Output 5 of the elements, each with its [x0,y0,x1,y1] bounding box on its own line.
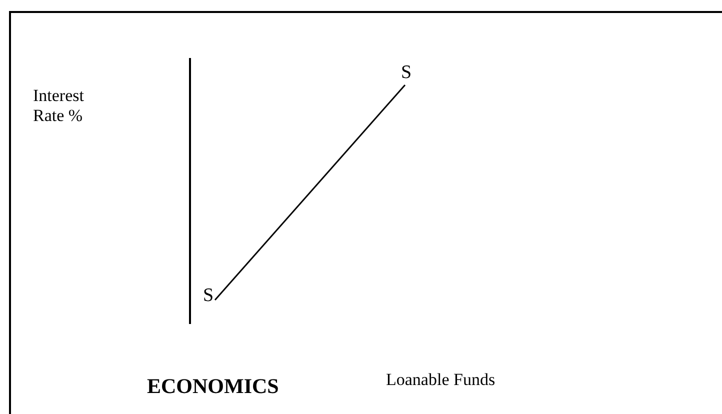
axis-label: Interest Rate % [33,86,85,127]
curve-label: S [203,285,214,308]
heading: ECONOMICS [147,374,279,400]
axis-label: Loanable Funds [386,370,496,390]
curve-label: S [401,62,412,85]
